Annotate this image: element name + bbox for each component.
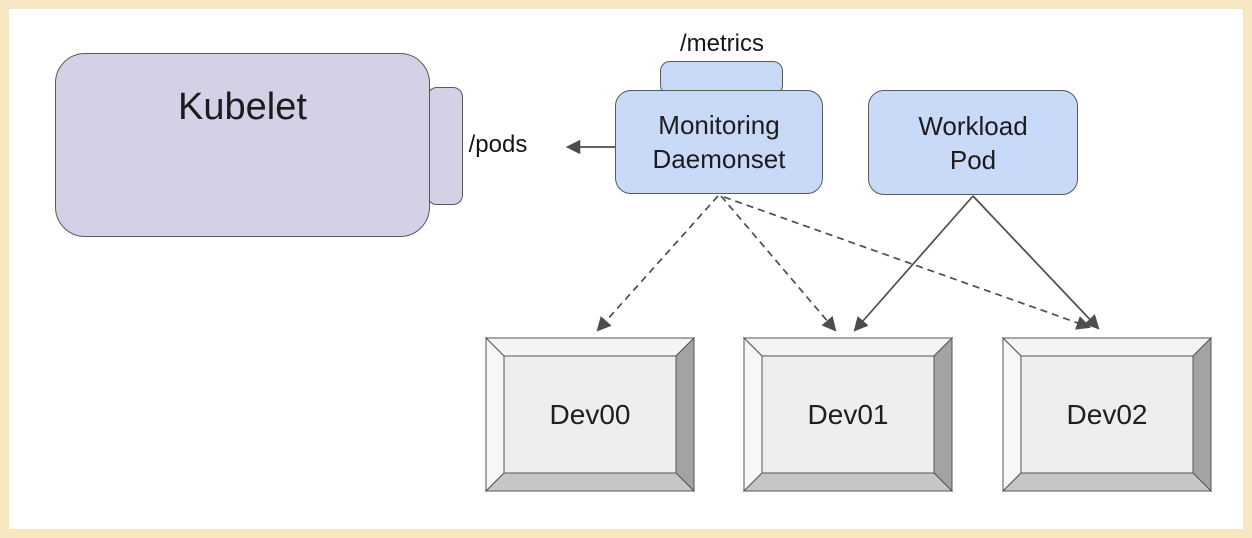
- monitoring-label-line1: Monitoring: [658, 110, 780, 140]
- edge-monitoring-to-dev00: [596, 195, 719, 332]
- edge-workload-to-dev02: [972, 195, 1100, 330]
- workload-label-line2: Pod: [949, 144, 997, 175]
- kubelet-node: Kubelet: [55, 53, 430, 237]
- monitoring-daemonset-node: Monitoring Daemonset: [615, 90, 823, 194]
- device-node-dev02: Dev02: [1002, 337, 1212, 492]
- pods-endpoint-label: /pods: [468, 131, 528, 158]
- edge-monitoring-to-dev02: [723, 196, 1092, 330]
- monitoring-label-line2: Daemonset: [652, 144, 786, 174]
- device-node-dev00: Dev00: [485, 337, 695, 492]
- device-label: Dev00: [549, 398, 631, 430]
- kubelet-label: Kubelet: [178, 86, 307, 128]
- metrics-endpoint-label: /metrics: [680, 30, 764, 57]
- edge-workload-to-dev01: [853, 195, 974, 332]
- workload-pod-node: Workload Pod: [868, 90, 1078, 195]
- device-label: Dev01: [807, 398, 889, 430]
- edge-monitoring-to-dev01: [720, 195, 837, 332]
- device-label: Dev02: [1066, 398, 1148, 430]
- workload-label-line1: Workload: [918, 110, 1028, 141]
- device-node-dev01: Dev01: [743, 337, 953, 492]
